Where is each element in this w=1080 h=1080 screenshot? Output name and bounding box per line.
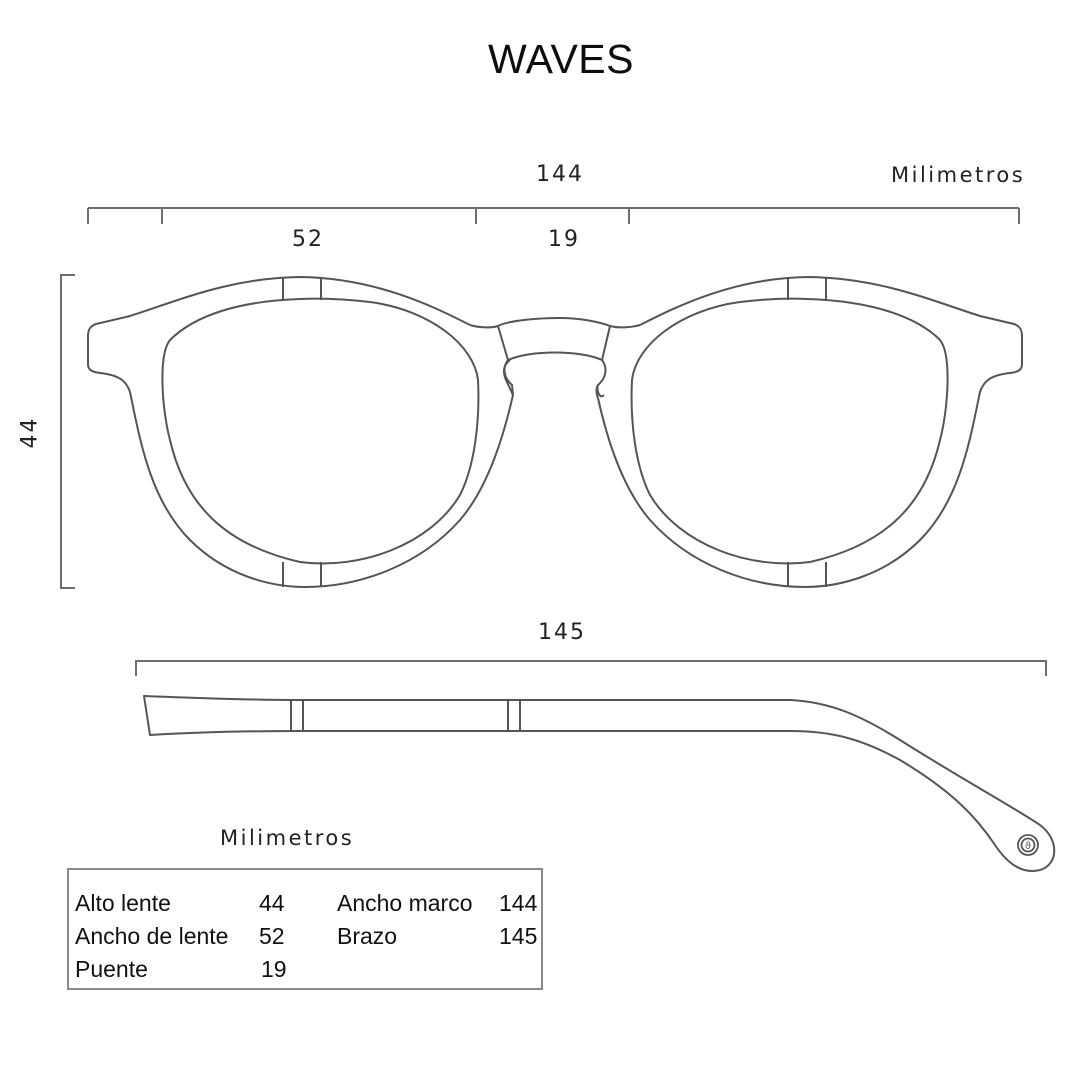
units-label-top: Milimetros	[891, 163, 1026, 187]
temple-logo-icon: ϑ	[1017, 834, 1039, 856]
spec-table: Alto lente 44 Ancho de lente 52 Puente 1…	[67, 868, 543, 990]
frame-front-view	[87, 276, 1023, 588]
page-title: WAVES	[487, 36, 635, 82]
spec-label-brazo: Brazo	[337, 923, 398, 949]
total-width-label: 144	[536, 162, 584, 187]
spec-label-alto-lente: Alto lente	[75, 890, 171, 916]
spec-value-ancho-lente: 52	[259, 923, 285, 949]
spec-value-ancho-marco: 144	[499, 890, 538, 916]
spec-value-brazo: 145	[499, 923, 538, 949]
temple-length-label: 145	[538, 620, 586, 645]
height-dimension-line	[60, 274, 75, 589]
temple-side-view	[143, 695, 1056, 872]
units-label-table: Milimetros	[220, 826, 355, 850]
bridge-label: 19	[548, 227, 580, 252]
spec-value-puente: 19	[261, 956, 287, 982]
spec-value-alto-lente: 44	[259, 890, 285, 916]
spec-label-puente: Puente	[75, 956, 148, 982]
lens-width-label: 52	[292, 227, 324, 252]
width-dimension-line	[87, 207, 1020, 224]
spec-label-ancho-marco: Ancho marco	[337, 890, 473, 916]
svg-text:ϑ: ϑ	[1025, 841, 1031, 852]
spec-label-ancho-lente: Ancho de lente	[75, 923, 229, 949]
temple-dimension-line	[135, 660, 1047, 676]
